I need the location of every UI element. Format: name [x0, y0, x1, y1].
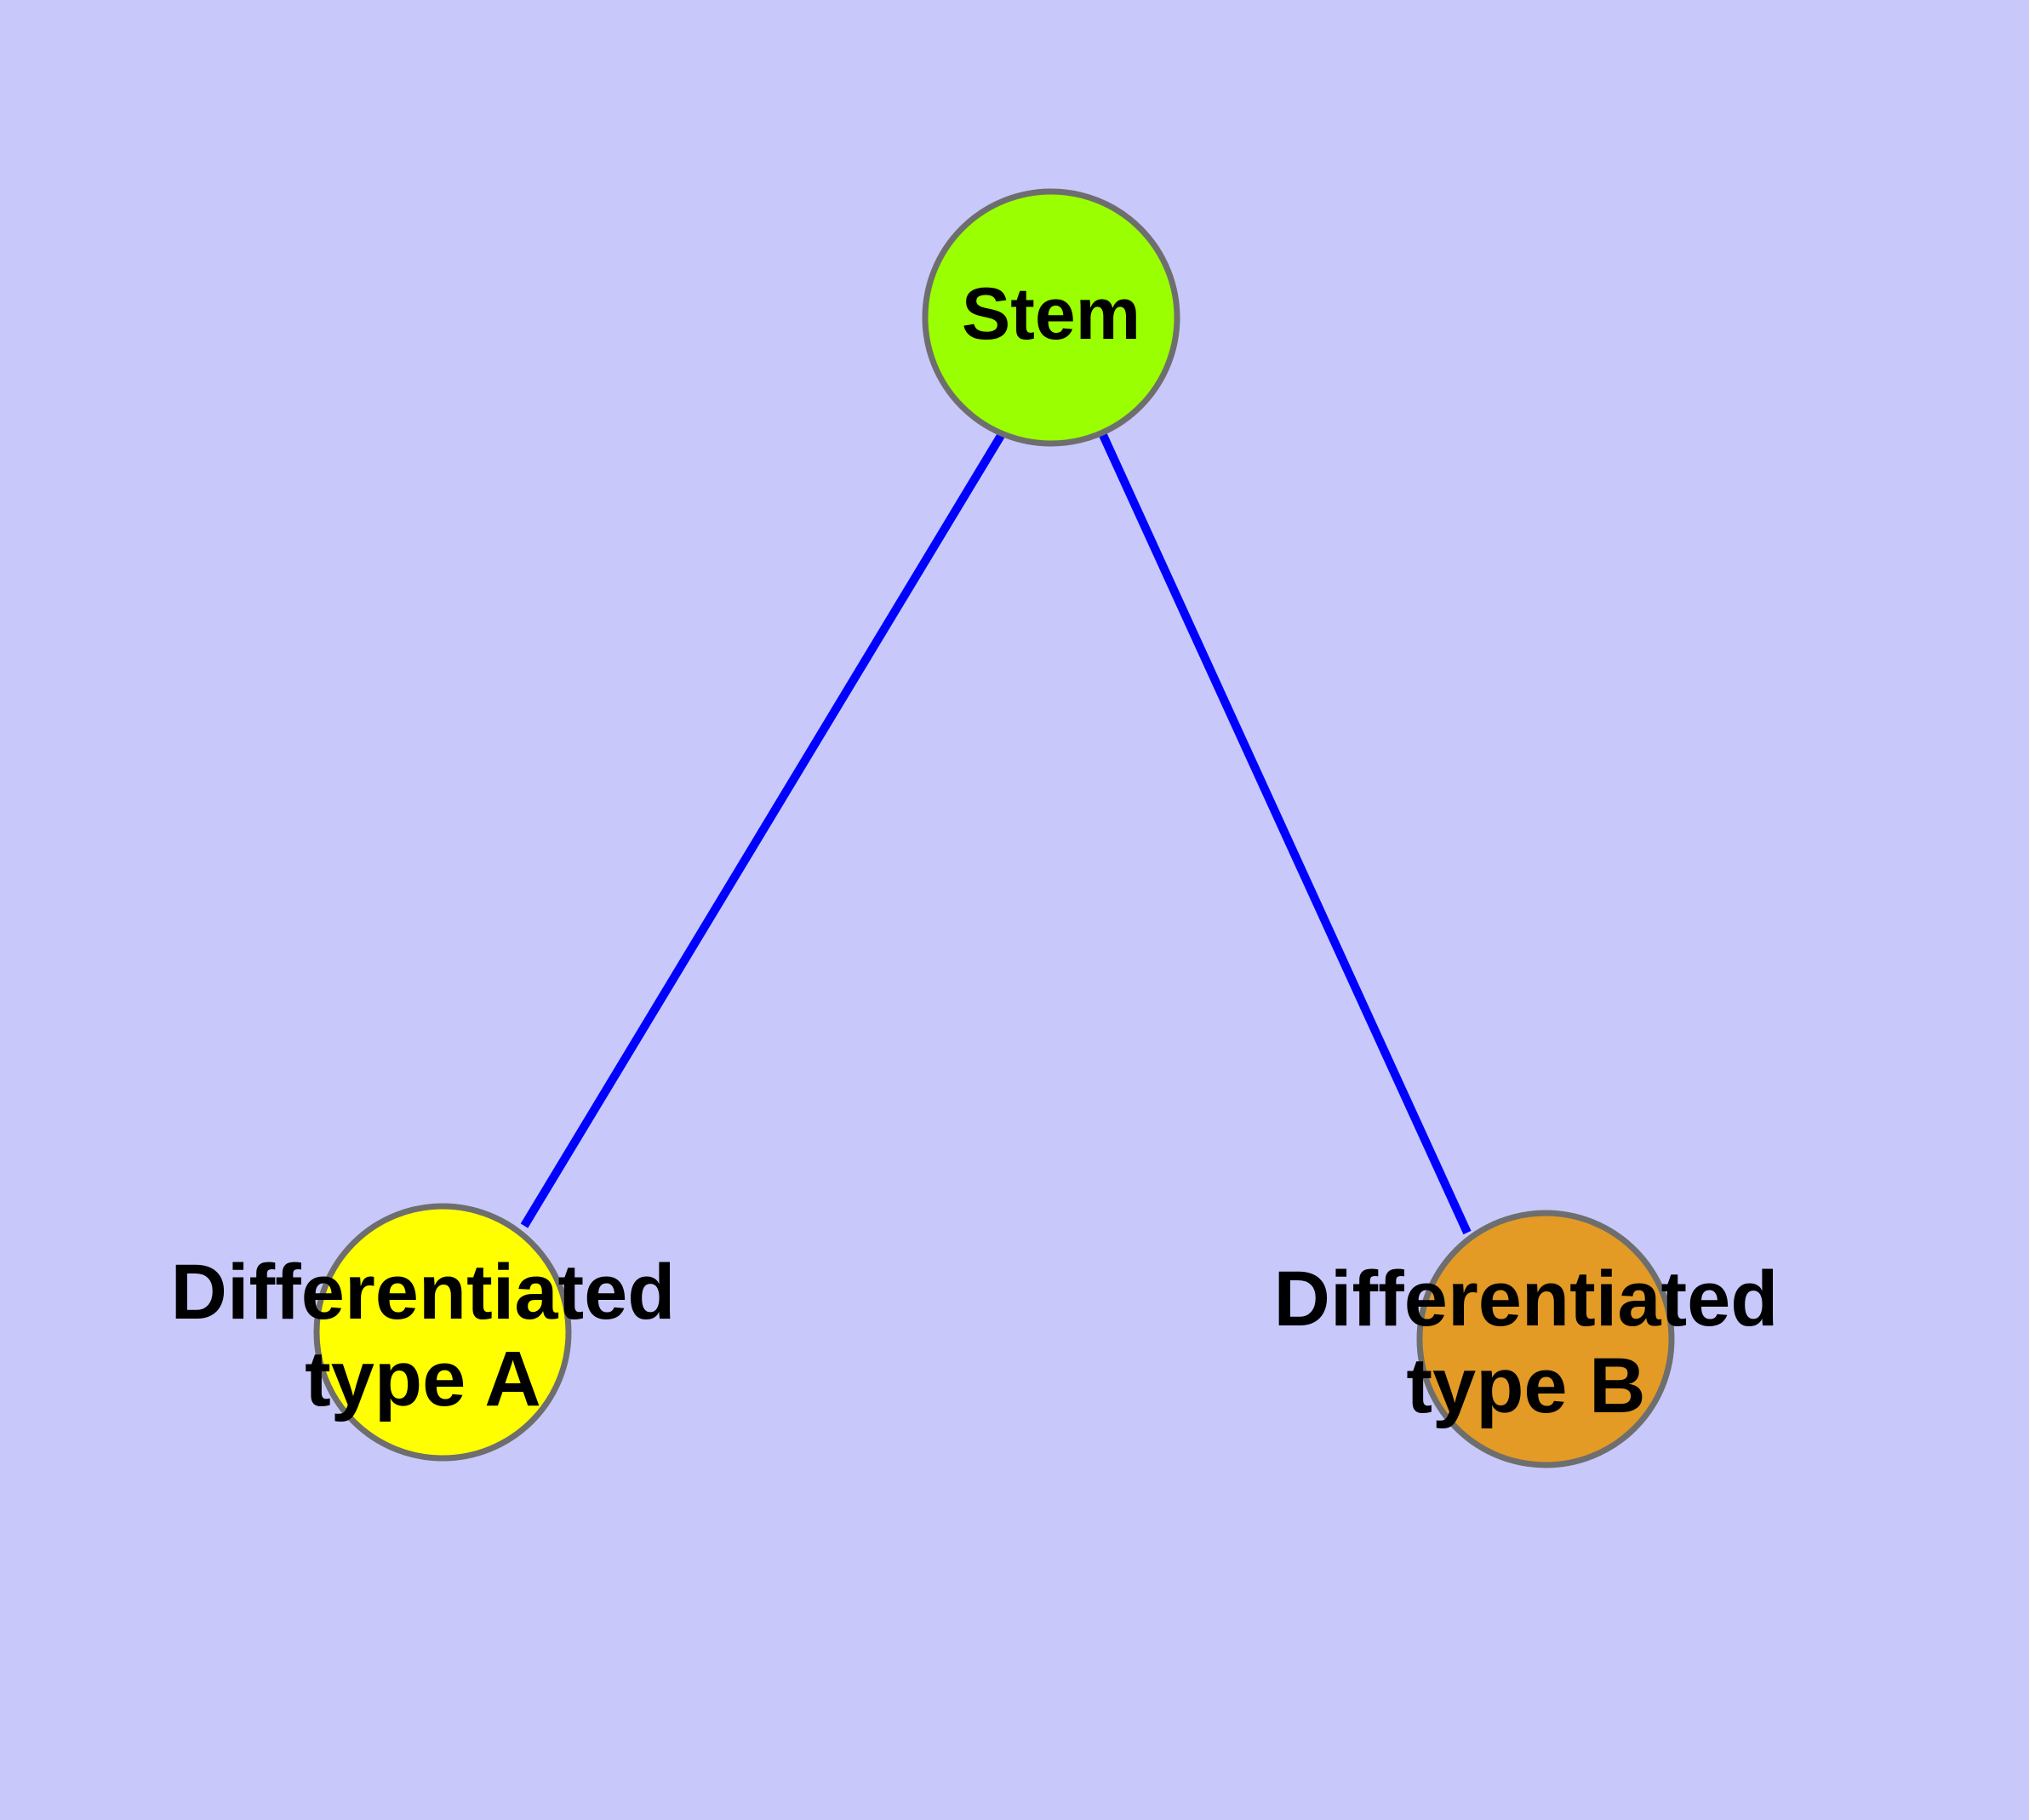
- node-circle-stem[interactable]: [922, 188, 1180, 447]
- graph-edge-stem-to-diff-b[interactable]: [1099, 432, 1472, 1235]
- node-label-line: type A: [305, 1336, 541, 1422]
- node-circle-diff-a[interactable]: [313, 1203, 572, 1462]
- node-label-line: Stem: [962, 273, 1140, 355]
- edges-layer: [520, 432, 1472, 1235]
- node-label-line: Differentiated: [171, 1249, 676, 1336]
- nodes-layer: [313, 188, 1675, 1468]
- graph-edge-stem-to-diff-a[interactable]: [520, 432, 1006, 1228]
- node-circle-diff-b[interactable]: [1416, 1210, 1675, 1468]
- node-label-line: type B: [1406, 1342, 1645, 1429]
- node-label-line: Differentiated: [1274, 1256, 1779, 1342]
- node-label-stem: Stem: [962, 273, 1140, 355]
